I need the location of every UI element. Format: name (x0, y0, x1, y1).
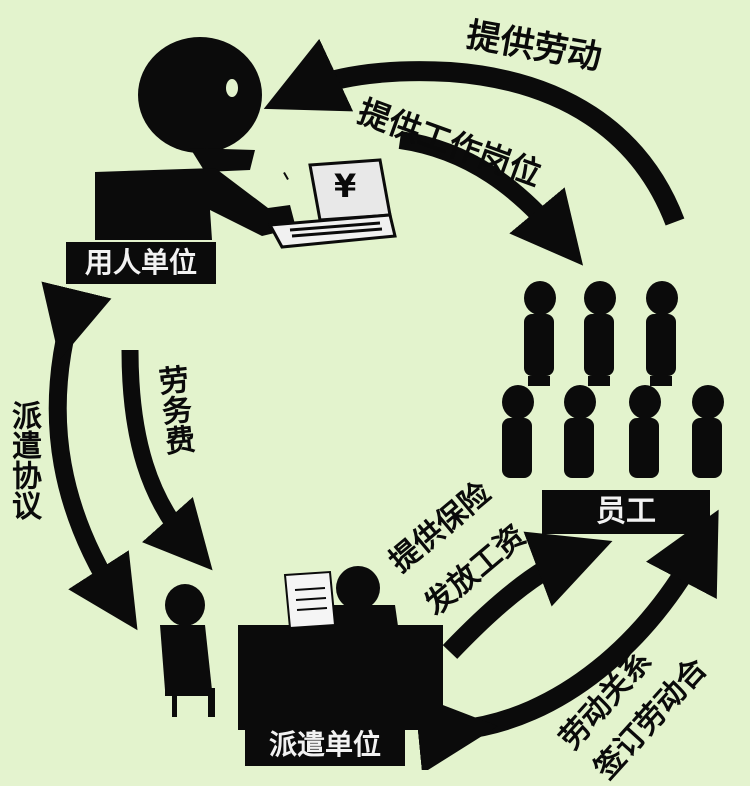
laptop-icon (267, 158, 397, 249)
agency-label: 派遣单位 (245, 724, 405, 766)
dispatch-agreement-text: 派遣协议 (6, 400, 41, 520)
arrow-labor-relation (414, 509, 719, 770)
diagram-graphics (41, 37, 724, 770)
seated-worker-figure (160, 584, 215, 717)
employer-label: 用人单位 (66, 242, 216, 284)
agency-desk (238, 566, 443, 730)
employees-figures (502, 281, 724, 478)
arrow-provide-labor (263, 38, 685, 226)
arrow-dispatch-agreement (41, 281, 138, 631)
diagram-canvas: 用人单位 员工 派遣单位 提供劳动 提供工作岗位 劳务费 派遣协议 提供保险 发… (6, 15, 724, 786)
service-fee-text: 劳务费 (151, 363, 196, 457)
arrow-provide-jobs (398, 131, 584, 266)
employees-label: 员工 (542, 490, 710, 534)
yen-symbol: ¥ (334, 167, 357, 205)
employer-figure (95, 37, 296, 240)
